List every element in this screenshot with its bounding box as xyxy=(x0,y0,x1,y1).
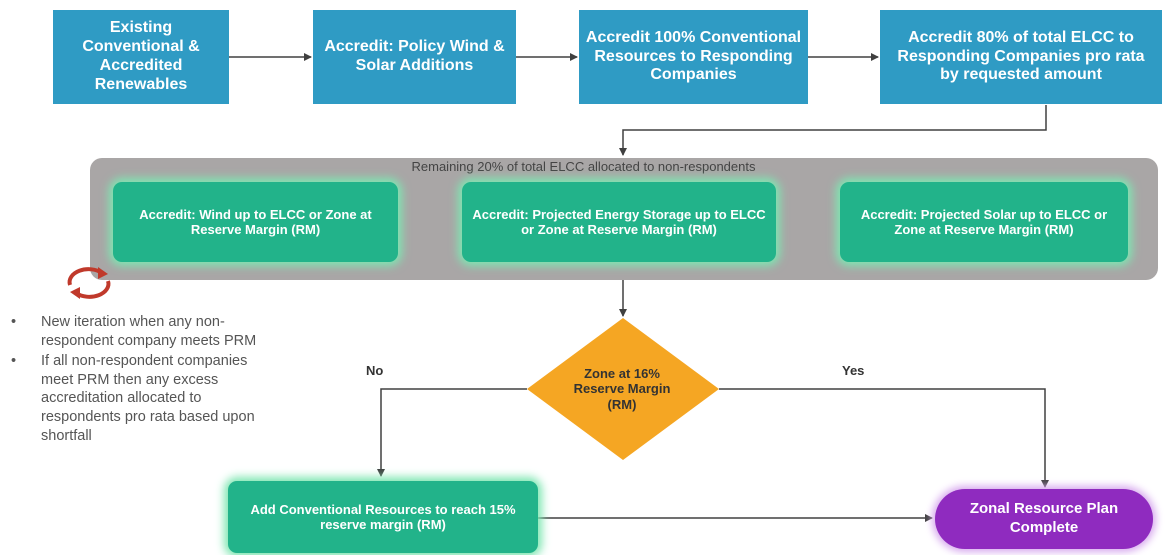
policy-additions-box: Accredit: Policy Wind & Solar Additions xyxy=(313,10,516,104)
arrow-yes-branch xyxy=(719,388,1049,488)
note-item: • If all non-respondent companies meet P… xyxy=(8,352,278,446)
existing-resources-box: Existing Conventional & Accredited Renew… xyxy=(53,10,229,104)
note-item: • New iteration when any non-respondent … xyxy=(8,313,278,351)
elcc-accredit-box: Accredit 80% of total ELCC to Responding… xyxy=(880,10,1162,104)
storage-accredit-box: Accredit: Projected Energy Storage up to… xyxy=(462,182,776,262)
no-branch-label: No xyxy=(366,363,384,378)
add-conventional-box: Add Conventional Resources to reach 15% … xyxy=(228,481,538,553)
iteration-notes: • New iteration when any non-respondent … xyxy=(8,313,278,447)
arrow-elcc-to-band xyxy=(619,105,1047,156)
bullet: • xyxy=(11,314,17,330)
bullet: • xyxy=(11,352,17,369)
decision-label: Zone at 16% Reserve Margin (RM) xyxy=(573,365,671,412)
refresh-cycle-icon xyxy=(67,267,111,299)
decision-diamond xyxy=(527,318,719,460)
arrow-no-branch xyxy=(377,388,527,477)
note-text: If all non-respondent companies meet PRM… xyxy=(41,352,255,445)
wind-accredit-box: Accredit: Wind up to ELCC or Zone at Res… xyxy=(113,182,398,262)
solar-accredit-box: Accredit: Projected Solar up to ELCC or … xyxy=(840,182,1128,262)
note-text: New iteration when any non-respondent co… xyxy=(41,314,257,349)
conventional-accredit-box: Accredit 100% Conventional Resources to … xyxy=(579,10,808,104)
plan-complete-terminal: Zonal Resource Plan Complete xyxy=(935,489,1153,549)
band-label: Remaining 20% of total ELCC allocated to… xyxy=(411,159,756,174)
yes-branch-label: Yes xyxy=(842,363,865,378)
